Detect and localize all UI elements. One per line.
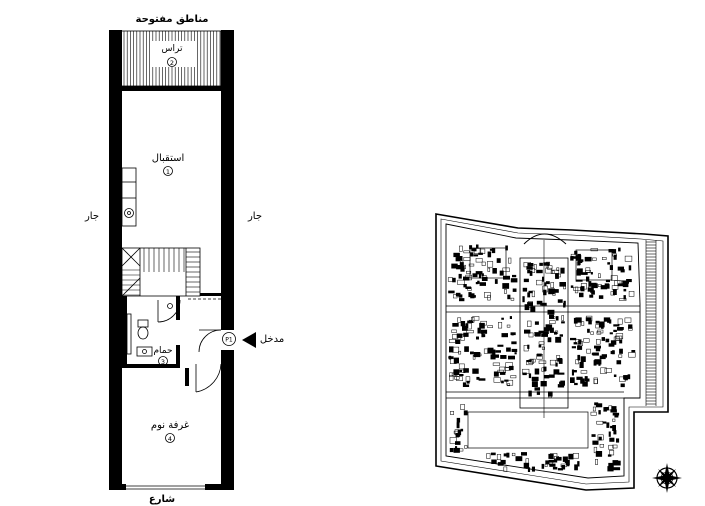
staircase — [121, 247, 201, 297]
terrace-wall — [109, 86, 234, 91]
bathroom-number-marker — [158, 356, 168, 366]
entrance-door: P1 — [198, 329, 236, 353]
street-label: شارع — [149, 494, 175, 505]
bathroom-number: 3 — [161, 358, 165, 366]
street-wall-right — [205, 484, 234, 490]
neighbor-left-label: جار — [84, 211, 99, 222]
neighbor-right-label: جار — [247, 211, 262, 222]
entrance-label: مدخل — [260, 334, 284, 345]
bathroom-label: حمام — [153, 346, 172, 356]
site-plan — [435, 213, 682, 493]
right-wall — [221, 30, 234, 330]
street-wall-left — [109, 484, 126, 490]
kitchen-counter — [121, 167, 137, 227]
bathroom-block — [122, 296, 181, 368]
bedroom-label: غرفة نوم — [151, 420, 189, 431]
entrance-marker — [222, 332, 236, 346]
entrance-arrow-icon — [242, 332, 256, 348]
entrance-marker-text: P1 — [225, 337, 233, 344]
right-wall-lower — [221, 350, 234, 490]
open-areas-label: مناطق مفتوحة — [136, 14, 209, 25]
terrace-number: 2 — [170, 59, 174, 67]
bedroom-door — [185, 363, 222, 393]
reception-number: 1 — [166, 168, 170, 176]
terrace-label: تراس — [162, 44, 183, 54]
bedroom-number: 4 — [168, 435, 172, 443]
compass-rose-icon — [652, 463, 682, 493]
left-wall-upper — [109, 30, 122, 490]
floor-plan: مناطق مفتوحة تراس 2 استقبال 1 — [84, 14, 284, 505]
reception-label: استقبال — [152, 153, 185, 164]
site-boundary — [435, 213, 669, 491]
reception-number-marker — [163, 166, 173, 176]
terrace-number-marker — [167, 57, 177, 67]
bedroom-number-marker — [165, 433, 175, 443]
